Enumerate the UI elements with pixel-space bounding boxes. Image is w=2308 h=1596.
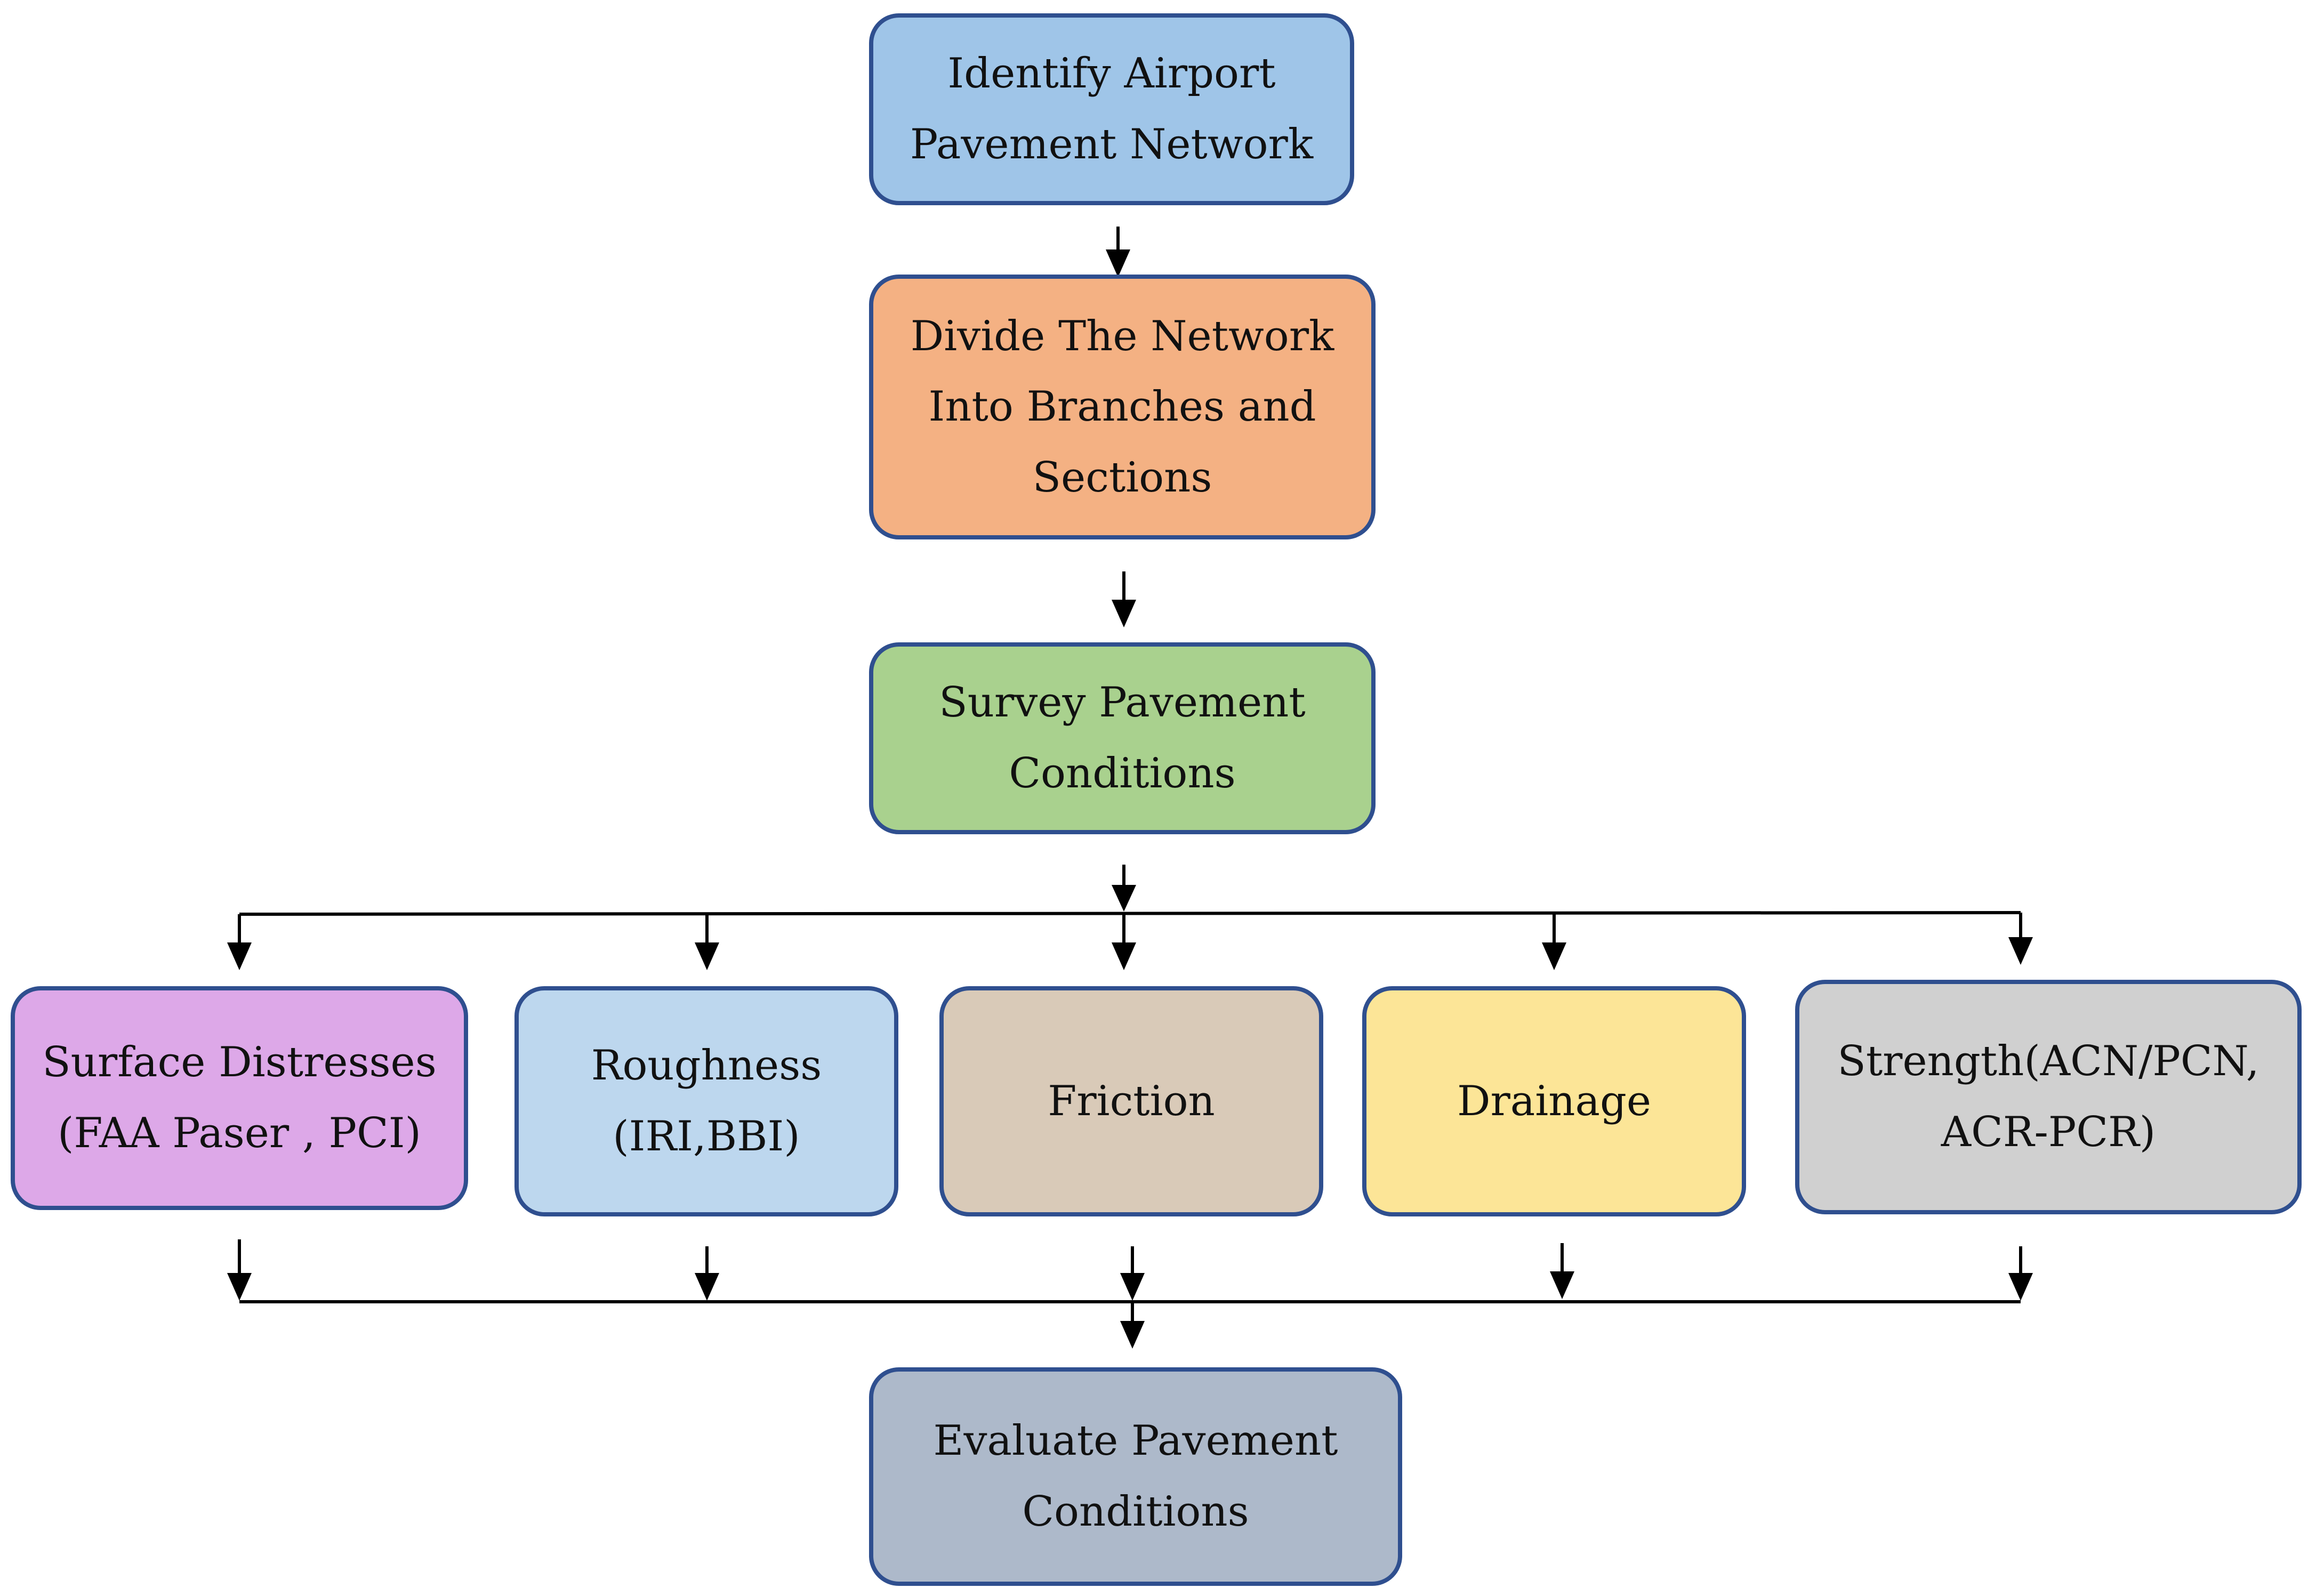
arrowhead-to-drainage	[1542, 942, 1566, 970]
arrowhead-to-strength	[2008, 937, 2033, 965]
node-identify-network-label: Identify Airport Pavement Network	[910, 50, 1314, 168]
node-survey-conditions-label: Survey Pavement Conditions	[939, 679, 1306, 797]
arrowhead-to-roughness	[695, 942, 719, 970]
node-roughness-label: Roughness (IRI,BBI)	[591, 1042, 822, 1160]
node-divide-network: Divide The Network Into Branches and Sec…	[869, 275, 1376, 539]
node-divide-network-label: Divide The Network Into Branches and Sec…	[910, 312, 1334, 502]
node-surface-distresses: Surface Distresses (FAA Paser , PCI)	[11, 986, 468, 1210]
node-drainage: Drainage	[1362, 986, 1746, 1216]
arrowhead-divide-to-survey	[1112, 600, 1136, 627]
node-identify-network: Identify Airport Pavement Network	[869, 13, 1354, 205]
arrowhead-identify-to-divide	[1106, 249, 1130, 277]
arrowhead-from-friction	[1120, 1273, 1145, 1301]
arrowhead-from-drainage	[1550, 1271, 1574, 1299]
distribution-bus	[239, 911, 2021, 916]
node-drainage-label: Drainage	[1457, 1077, 1652, 1125]
arrowhead-from-surface	[227, 1273, 252, 1301]
node-evaluate-conditions: Evaluate Pavement Conditions	[869, 1367, 1402, 1586]
node-evaluate-conditions-label: Evaluate Pavement Conditions	[933, 1417, 1338, 1536]
arrowhead-from-strength	[2008, 1273, 2033, 1301]
arrowhead-survey-to-bus	[1112, 885, 1136, 912]
node-survey-conditions: Survey Pavement Conditions	[869, 642, 1376, 834]
arrowhead-to-friction	[1112, 942, 1136, 970]
node-friction-label: Friction	[1048, 1077, 1215, 1125]
node-strength-label: Strength(ACN/PCN, ACR-PCR)	[1837, 1037, 2259, 1156]
arrowhead-from-roughness	[695, 1273, 719, 1301]
node-strength: Strength(ACN/PCN, ACR-PCR)	[1795, 980, 2302, 1214]
node-roughness: Roughness (IRI,BBI)	[514, 986, 898, 1216]
node-surface-distresses-label: Surface Distresses (FAA Paser , PCI)	[42, 1038, 437, 1157]
arrowhead-to-surface	[227, 942, 252, 970]
arrowhead-bus-to-evaluate	[1120, 1321, 1145, 1349]
node-friction: Friction	[939, 986, 1323, 1216]
